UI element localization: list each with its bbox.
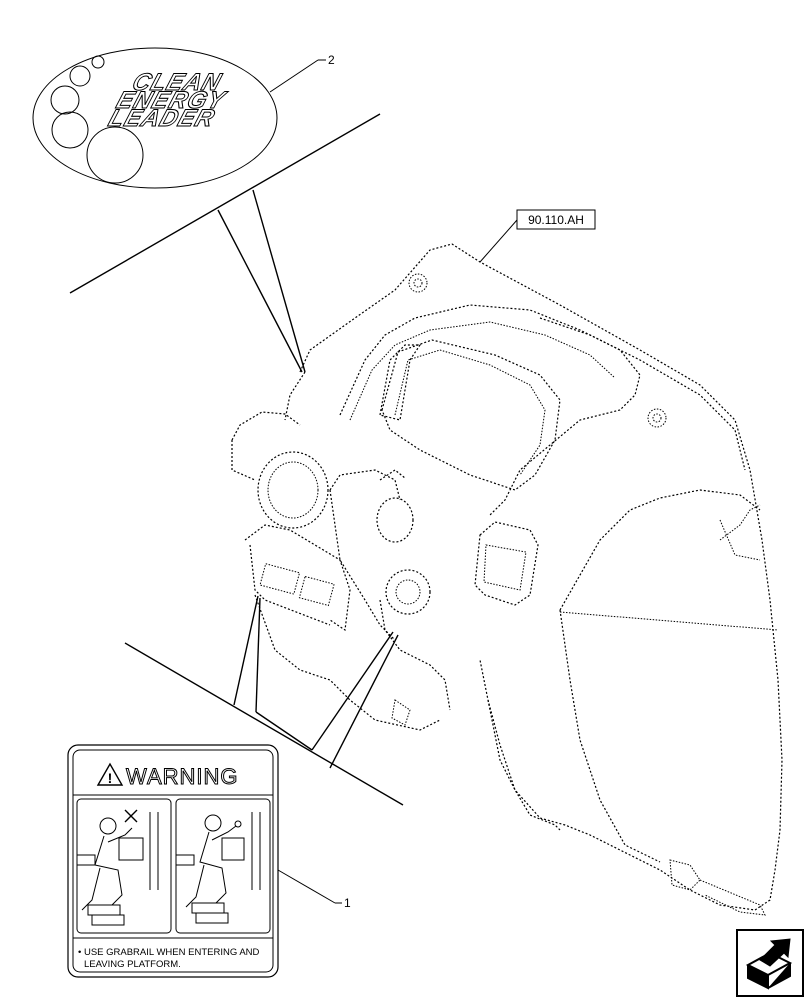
callout-2: 2 (269, 53, 335, 93)
warning-header-text: WARNING (126, 764, 239, 789)
warning-instruction-line-2: LEAVING PLATFORM. (84, 959, 181, 970)
reference-callout[interactable]: 90.110.AH (479, 209, 596, 263)
svg-text:!: ! (108, 770, 113, 786)
wrong-way-pictogram (76, 798, 172, 934)
callout-1: 1 (277, 869, 351, 910)
decal-1-leader-lines (124, 595, 404, 806)
warning-header: ! WARNING (96, 762, 239, 790)
next-page-button[interactable] (736, 929, 804, 997)
next-page-arrow-icon (745, 938, 793, 990)
warning-triangle-icon (96, 762, 124, 786)
correct-way-pictogram (175, 798, 271, 934)
warning-instruction-line-1: • USE GRABRAIL WHEN ENTERING AND (78, 947, 260, 958)
decal-2-leader-lines (69, 113, 381, 373)
logo-line-energy: ENERGY (113, 88, 230, 114)
callout-1-number: 1 (344, 896, 351, 910)
grabrail-warning-decal: ! WARNING (67, 744, 279, 978)
prohibited-x-icon (124, 809, 138, 823)
callout-2-number: 2 (328, 53, 335, 67)
logo-line-leader: LEADER (105, 106, 218, 132)
logo-line-clean: CLEAN (129, 70, 225, 96)
cab-dashboard-assembly (231, 243, 783, 916)
reference-label: 90.110.AH (528, 213, 584, 227)
clean-energy-leader-decal: CLEAN ENERGY LEADER (32, 47, 278, 189)
